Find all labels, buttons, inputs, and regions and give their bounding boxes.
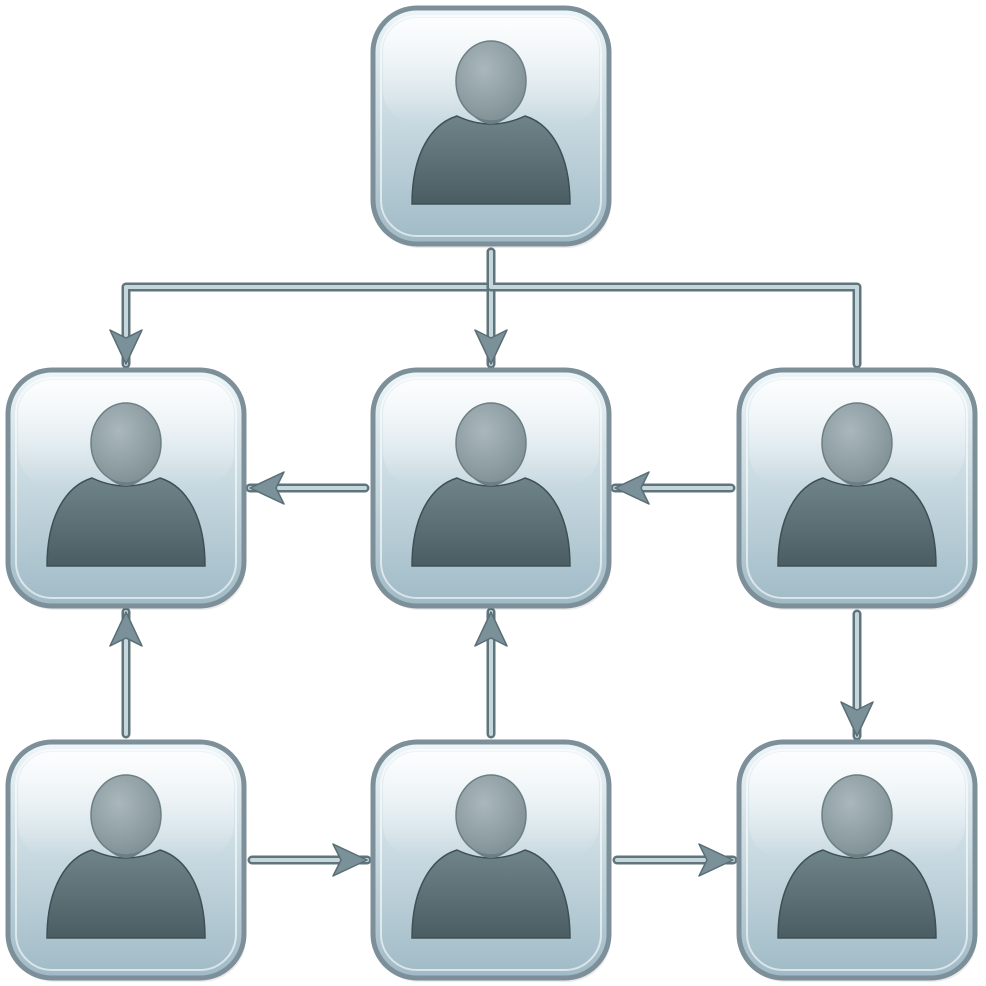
tile-inner-highlight xyxy=(15,377,237,599)
arrowhead-bottom-left-to-bottom-center xyxy=(332,843,368,877)
person-head xyxy=(821,402,893,484)
node-mid-center xyxy=(370,367,612,610)
node-mid-right xyxy=(736,367,978,610)
person-head xyxy=(90,402,162,484)
node-bottom-left xyxy=(5,739,247,982)
connector-layer xyxy=(109,247,874,877)
person-head xyxy=(455,774,527,856)
arrowhead-mid-right-to-mid-center xyxy=(614,471,650,505)
person-icon xyxy=(777,774,937,939)
person-body xyxy=(777,849,937,939)
tile-inner-highlight xyxy=(380,377,602,599)
person-body xyxy=(777,477,937,567)
arrowhead-top-to-mid-center xyxy=(474,329,508,365)
tile-inner-highlight xyxy=(15,749,237,971)
arrowhead-top-to-mid-left xyxy=(109,329,143,365)
person-body xyxy=(46,849,206,939)
person-body xyxy=(46,477,206,567)
tile-inner-highlight xyxy=(746,749,968,971)
arrowhead-mid-right-to-bottom-right xyxy=(840,701,874,737)
person-icon xyxy=(411,40,571,205)
arrowhead-bottom-center-to-mid-center xyxy=(474,611,508,647)
connector-top-to-mid-right xyxy=(489,250,859,366)
arrowhead-mid-center-to-mid-left xyxy=(249,471,285,505)
node-top xyxy=(370,5,612,248)
person-head xyxy=(821,774,893,856)
person-head xyxy=(455,40,527,122)
tile-inner-highlight xyxy=(380,749,602,971)
person-body xyxy=(411,849,571,939)
person-icon xyxy=(46,774,206,939)
arrowhead-bottom-center-to-bottom-right xyxy=(698,843,734,877)
node-bottom-center xyxy=(370,739,612,982)
tile-inner-highlight xyxy=(746,377,968,599)
node-mid-left xyxy=(5,367,247,610)
tile-inner-highlight xyxy=(380,15,602,237)
person-icon xyxy=(46,402,206,567)
node-layer xyxy=(5,5,978,982)
person-body xyxy=(411,115,571,205)
person-icon xyxy=(411,774,571,939)
person-head xyxy=(455,402,527,484)
person-icon xyxy=(411,402,571,567)
connector-outline-top-to-mid-left xyxy=(121,247,496,369)
node-bottom-right xyxy=(736,739,978,982)
person-icon xyxy=(777,402,937,567)
arrowhead-bottom-left-to-mid-left xyxy=(109,611,143,647)
connector-outline-top-to-mid-right xyxy=(486,247,862,369)
connector-top-to-mid-left xyxy=(124,250,493,366)
person-body xyxy=(411,477,571,567)
person-head xyxy=(90,774,162,856)
